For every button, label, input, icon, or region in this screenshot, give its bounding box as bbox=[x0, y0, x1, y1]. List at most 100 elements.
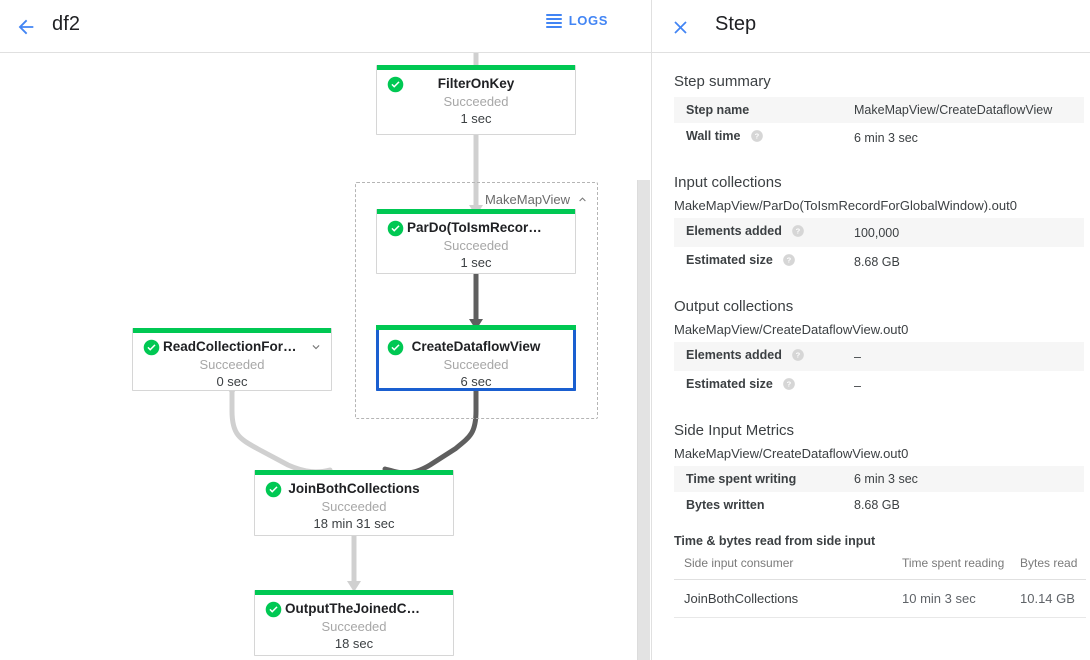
row-value: – bbox=[854, 378, 861, 393]
step-summary-table: Step name MakeMapView/CreateDataflowView… bbox=[674, 97, 1084, 152]
table-row: Bytes written 8.68 GB bbox=[674, 492, 1084, 518]
output-collections-table: Elements added ? – Estimated size bbox=[674, 342, 1084, 400]
row-key-label: Elements added bbox=[686, 348, 782, 362]
chevron-up-icon[interactable] bbox=[576, 193, 589, 206]
logs-list-icon bbox=[545, 13, 562, 28]
input-collections-table: Elements added ? 100,000 Estimated size bbox=[674, 218, 1084, 276]
row-key-label: Estimated size bbox=[686, 377, 773, 391]
step-panel-header: Step bbox=[652, 0, 1090, 53]
row-key: Estimated size ? bbox=[674, 371, 842, 400]
row-key: Step name bbox=[674, 97, 842, 123]
row-value: 100,000 bbox=[854, 225, 900, 240]
help-icon[interactable]: ? bbox=[782, 377, 796, 394]
graph-node-pardo-toismrecordfor[interactable]: ParDo(ToIsmRecordFor… Succeeded 1 sec bbox=[376, 209, 576, 274]
table-row: Time spent writing 6 min 3 sec bbox=[674, 466, 1084, 492]
input-collections-heading: Input collections bbox=[674, 174, 782, 191]
table-row: Estimated size ? 8.68 GB bbox=[674, 247, 1084, 276]
node-status: Succeeded bbox=[443, 94, 509, 109]
help-icon[interactable]: ? bbox=[791, 348, 805, 365]
row-key: Wall time ? bbox=[674, 123, 842, 152]
table-row: Elements added ? 100,000 bbox=[674, 218, 1084, 247]
output-collections-heading: Output collections bbox=[674, 298, 794, 315]
page-title: df2 bbox=[52, 13, 81, 35]
row-value: 8.68 GB bbox=[854, 498, 900, 512]
step-panel-body: Step summary Step name MakeMapView/Creat… bbox=[652, 53, 1090, 660]
close-icon[interactable] bbox=[662, 9, 698, 45]
row-key: Time spent writing bbox=[674, 466, 842, 492]
logs-button-label: LOGS bbox=[568, 13, 608, 28]
node-title: OutputTheJoinedCollec… bbox=[285, 601, 451, 616]
row-key: Elements added ? bbox=[674, 218, 842, 247]
node-status: Succeeded bbox=[443, 238, 509, 253]
cell-bytes-read: 10.14 GB bbox=[1010, 579, 1086, 618]
graph-node-filter-on-key[interactable]: FilterOnKey Succeeded 1 sec bbox=[376, 65, 576, 135]
node-time: 1 sec bbox=[460, 255, 492, 270]
row-value: 6 min 3 sec bbox=[854, 130, 918, 145]
row-key: Bytes written bbox=[674, 492, 842, 518]
node-status: Succeeded bbox=[321, 499, 387, 514]
node-title: ParDo(ToIsmRecordFor… bbox=[407, 220, 572, 235]
side-input-collection-name: MakeMapView/CreateDataflowView.out0 bbox=[674, 446, 909, 461]
help-icon[interactable]: ? bbox=[791, 224, 805, 241]
job-graph-panel: df2 LOGS bbox=[0, 0, 652, 660]
graph-node-create-dataflow-view[interactable]: CreateDataflowView Succeeded 6 sec bbox=[376, 325, 576, 391]
node-body: ReadCollectionForJoin Succeeded 0 sec bbox=[133, 333, 331, 389]
graph-node-output-the-joined-collec[interactable]: OutputTheJoinedCollec… Succeeded 18 sec bbox=[254, 590, 454, 656]
node-body: OutputTheJoinedCollec… Succeeded 18 sec bbox=[255, 595, 453, 651]
group-make-map-view[interactable]: MakeMapView bbox=[355, 182, 598, 419]
node-title: ReadCollectionForJoin bbox=[163, 339, 311, 354]
input-collection-name: MakeMapView/ParDo(ToIsmRecordForGlobalWi… bbox=[674, 198, 1017, 213]
chevron-down-icon[interactable] bbox=[309, 340, 323, 359]
node-title: JoinBothCollections bbox=[288, 481, 420, 496]
logs-button[interactable]: LOGS bbox=[545, 13, 608, 28]
row-value: – bbox=[854, 349, 861, 364]
table-row: Elements added ? – bbox=[674, 342, 1084, 371]
job-graph-canvas[interactable]: MakeMapView FilterOnKey Succee bbox=[0, 53, 651, 660]
help-icon[interactable]: ? bbox=[782, 253, 796, 270]
success-check-icon bbox=[265, 601, 282, 618]
node-title: FilterOnKey bbox=[437, 76, 515, 91]
graph-node-join-both-collections[interactable]: JoinBothCollections Succeeded 18 min 31 … bbox=[254, 470, 454, 536]
row-key-label: Bytes written bbox=[686, 498, 765, 512]
node-time: 18 sec bbox=[334, 636, 374, 651]
node-time: 6 sec bbox=[460, 374, 492, 389]
table-row: Step name MakeMapView/CreateDataflowView bbox=[674, 97, 1084, 123]
node-status: Succeeded bbox=[321, 619, 387, 634]
side-input-metrics-heading: Side Input Metrics bbox=[674, 422, 795, 439]
step-summary-heading: Step summary bbox=[674, 73, 771, 90]
success-check-icon bbox=[387, 220, 404, 237]
row-value: 8.68 GB bbox=[854, 254, 900, 269]
success-check-icon bbox=[387, 76, 404, 93]
group-label-toggle[interactable]: MakeMapView bbox=[485, 192, 589, 207]
node-body: ParDo(ToIsmRecordFor… Succeeded 1 sec bbox=[377, 214, 575, 270]
row-key-label: Wall time bbox=[686, 129, 741, 143]
node-status-bar bbox=[133, 328, 331, 333]
svg-text:?: ? bbox=[787, 380, 792, 389]
help-icon[interactable]: ? bbox=[750, 129, 764, 146]
row-key-label: Time spent writing bbox=[686, 472, 797, 486]
node-status-bar bbox=[377, 65, 575, 70]
column-header-bytes-read: Bytes read bbox=[1010, 554, 1086, 580]
row-key: Estimated size ? bbox=[674, 247, 842, 276]
node-time: 0 sec bbox=[216, 374, 248, 389]
column-header-time-spent-reading: Time spent reading bbox=[892, 554, 1010, 580]
svg-text:?: ? bbox=[787, 256, 792, 265]
graph-scrollbar-thumb[interactable] bbox=[637, 180, 650, 660]
node-status-bar bbox=[255, 590, 453, 595]
step-panel-title: Step bbox=[715, 13, 757, 35]
success-check-icon bbox=[265, 481, 282, 498]
table-row: Wall time ? 6 min 3 sec bbox=[674, 123, 1084, 152]
group-label: MakeMapView bbox=[484, 192, 570, 207]
table-header-row: Side input consumer Time spent reading B… bbox=[674, 554, 1086, 580]
row-value: MakeMapView/CreateDataflowView bbox=[854, 103, 1053, 117]
row-key-label: Elements added bbox=[686, 224, 782, 238]
node-time: 18 min 31 sec bbox=[313, 516, 395, 531]
side-input-read-table: Side input consumer Time spent reading B… bbox=[674, 554, 1086, 618]
cell-side-input-consumer: JoinBothCollections bbox=[674, 579, 892, 618]
row-value: 6 min 3 sec bbox=[854, 472, 918, 486]
back-icon[interactable] bbox=[8, 9, 44, 45]
graph-node-read-collection-for-join[interactable]: ReadCollectionForJoin Succeeded 0 sec bbox=[132, 328, 332, 391]
table-row[interactable]: JoinBothCollections 10 min 3 sec 10.14 G… bbox=[674, 579, 1086, 618]
node-status-bar bbox=[255, 470, 453, 475]
